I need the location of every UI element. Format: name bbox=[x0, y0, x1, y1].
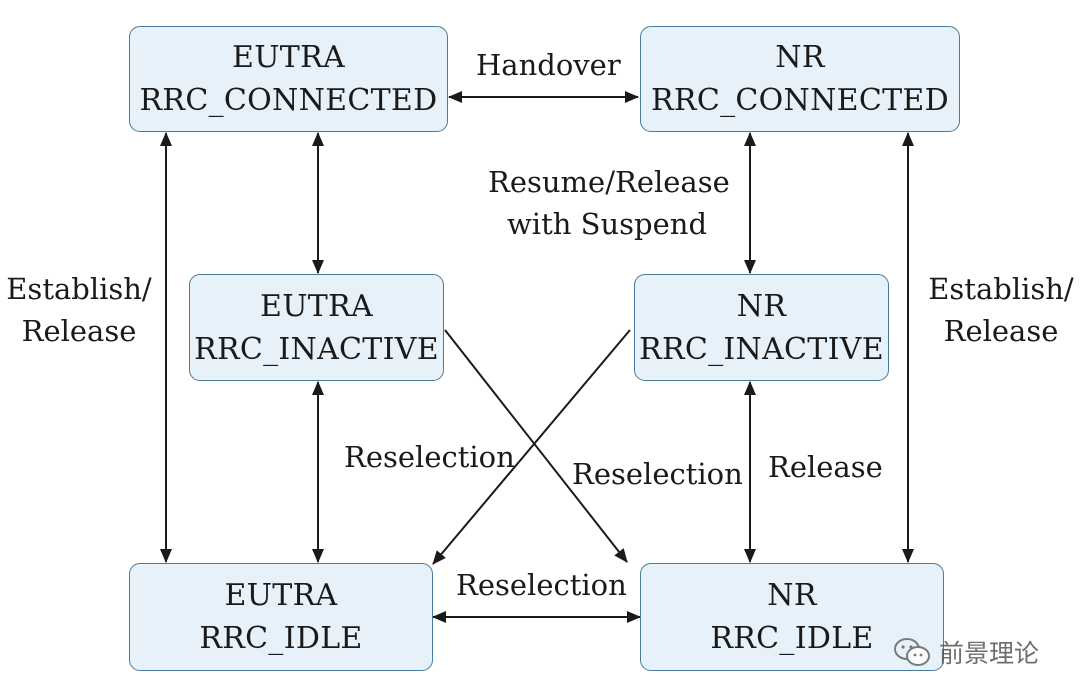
establish-left-line2: Release bbox=[21, 314, 137, 348]
resume-release-line1: Resume/Release bbox=[488, 165, 730, 199]
eutra-connected-node: EUTRA RRC_CONNECTED bbox=[129, 26, 448, 132]
node-title: EUTRA bbox=[232, 40, 345, 75]
reselection-bottom-label: Reselection bbox=[456, 568, 627, 602]
node-state: RRC_CONNECTED bbox=[139, 83, 438, 118]
eutra-inactive-to-nr-idle-arrow bbox=[444, 329, 628, 563]
node-title: EUTRA bbox=[224, 578, 338, 613]
wechat-icon bbox=[894, 638, 930, 666]
watermark: 前景理论 bbox=[893, 632, 1039, 672]
watermark-text: 前景理论 bbox=[939, 639, 1040, 668]
reselection-right-label: Reselection bbox=[572, 457, 743, 491]
node-title: EUTRA bbox=[260, 288, 373, 324]
resume-release-label: Resume/Release with Suspend bbox=[488, 161, 730, 245]
nr-connected-node: NR RRC_CONNECTED bbox=[640, 26, 960, 132]
nr-inactive-to-eutra-idle-arrow bbox=[432, 329, 631, 565]
eutra-inactive-node: EUTRA RRC_INACTIVE bbox=[189, 274, 444, 381]
node-state: RRC_INACTIVE bbox=[194, 331, 439, 367]
reselection-left-label: Reselection bbox=[344, 440, 515, 474]
release-label: Release bbox=[768, 450, 883, 484]
establish-release-left-label: Establish/ Release bbox=[6, 268, 152, 352]
node-state: RRC_CONNECTED bbox=[651, 83, 949, 118]
establish-right-line2: Release bbox=[943, 314, 1059, 348]
node-title: NR bbox=[775, 40, 825, 75]
node-state: RRC_IDLE bbox=[199, 621, 363, 656]
node-state: RRC_IDLE bbox=[710, 621, 874, 656]
nr-inactive-node: NR RRC_INACTIVE bbox=[634, 274, 889, 381]
node-title: NR bbox=[767, 578, 817, 613]
establish-right-line1: Establish/ bbox=[928, 272, 1074, 306]
handover-label: Handover bbox=[476, 48, 621, 82]
establish-release-right-label: Establish/ Release bbox=[928, 268, 1074, 352]
node-state: RRC_INACTIVE bbox=[639, 331, 884, 367]
nr-idle-node: NR RRC_IDLE bbox=[640, 563, 944, 671]
establish-left-line1: Establish/ bbox=[6, 272, 152, 306]
node-title: NR bbox=[736, 288, 787, 324]
resume-release-line2: with Suspend bbox=[506, 207, 708, 241]
eutra-idle-node: EUTRA RRC_IDLE bbox=[129, 563, 433, 671]
